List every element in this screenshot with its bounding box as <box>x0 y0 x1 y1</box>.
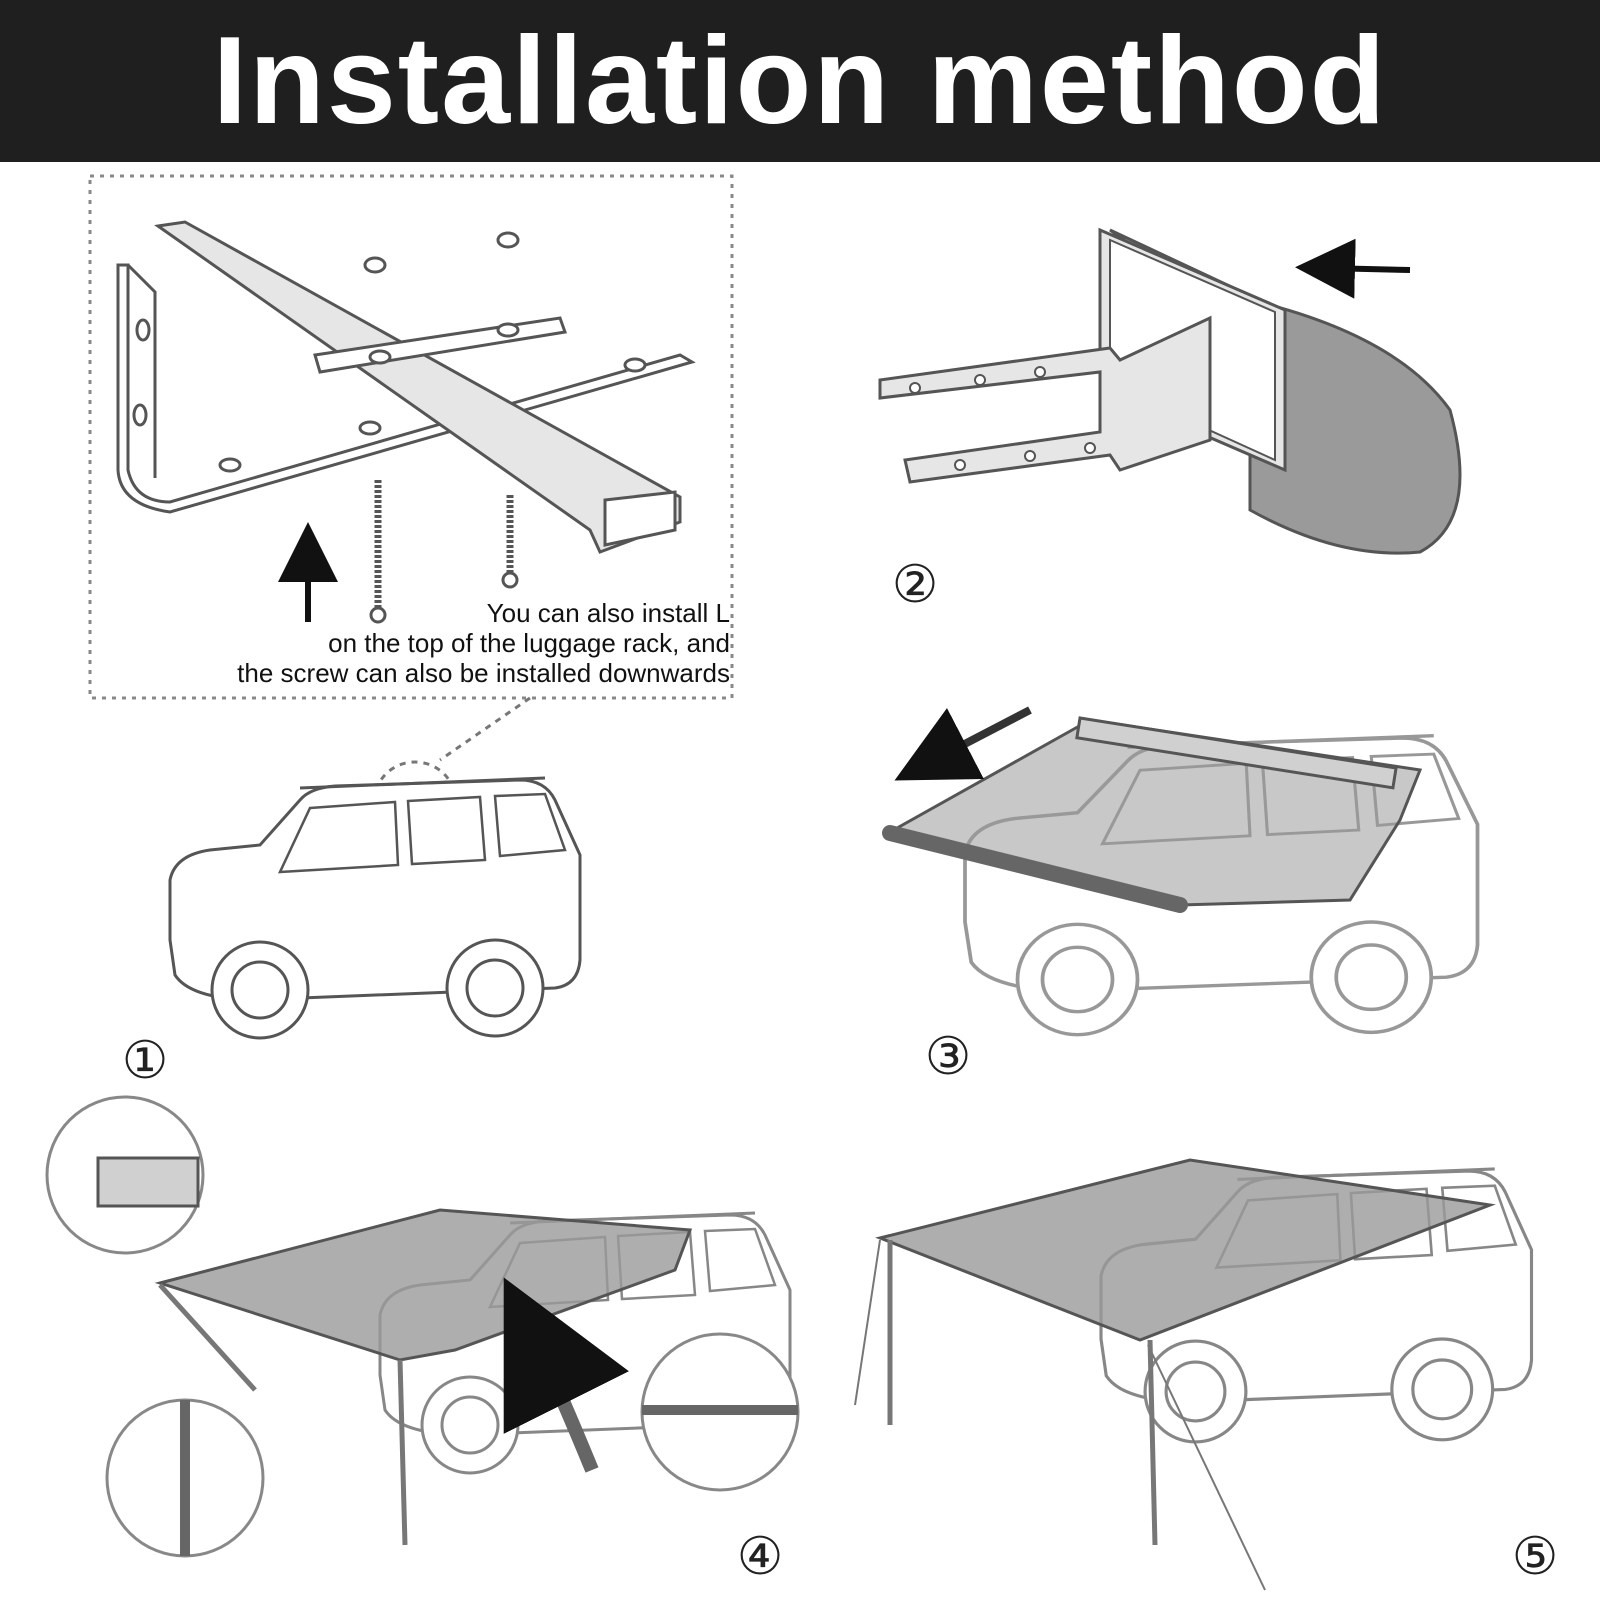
step-label-3: ③ <box>925 1027 972 1087</box>
page-title: Installation method <box>212 12 1388 150</box>
arrow-down-left-icon <box>894 706 1032 781</box>
nut-icon <box>496 231 520 249</box>
l-brackets <box>878 315 1212 484</box>
step-label-5: ⑤ <box>1512 1527 1559 1587</box>
support-leg <box>158 1283 257 1392</box>
awning-fabric <box>875 1158 1496 1342</box>
install-note: You can also install L on the top of the… <box>96 598 730 688</box>
step-label-4: ④ <box>737 1527 784 1587</box>
awning-pole <box>882 825 1188 913</box>
step-label-2: ② <box>892 555 939 615</box>
arrow-left-icon <box>1295 238 1411 299</box>
arrow-curve-icon <box>503 1277 629 1473</box>
support-leg <box>1147 1339 1158 1546</box>
title-banner: Installation method <box>0 0 1600 162</box>
support-leg <box>397 1359 408 1546</box>
guy-rope <box>1147 1344 1266 1591</box>
l-bracket <box>116 263 696 514</box>
diagram-canvas: ① ② ③ ④ ⑤ <box>45 174 1559 1591</box>
awning-mount-diagram <box>878 227 1462 555</box>
rack-bar <box>154 220 682 554</box>
note-line-1: You can also install L <box>486 598 730 628</box>
step-label-1: ① <box>122 1031 169 1091</box>
note-line-2: on the top of the luggage rack, and <box>328 628 730 658</box>
note-line-3: the screw can also be installed downward… <box>237 658 730 688</box>
car-step1 <box>168 776 582 1040</box>
guy-rope <box>854 1239 881 1406</box>
nut-icon <box>363 256 387 274</box>
bracket-detail-box <box>88 174 734 700</box>
